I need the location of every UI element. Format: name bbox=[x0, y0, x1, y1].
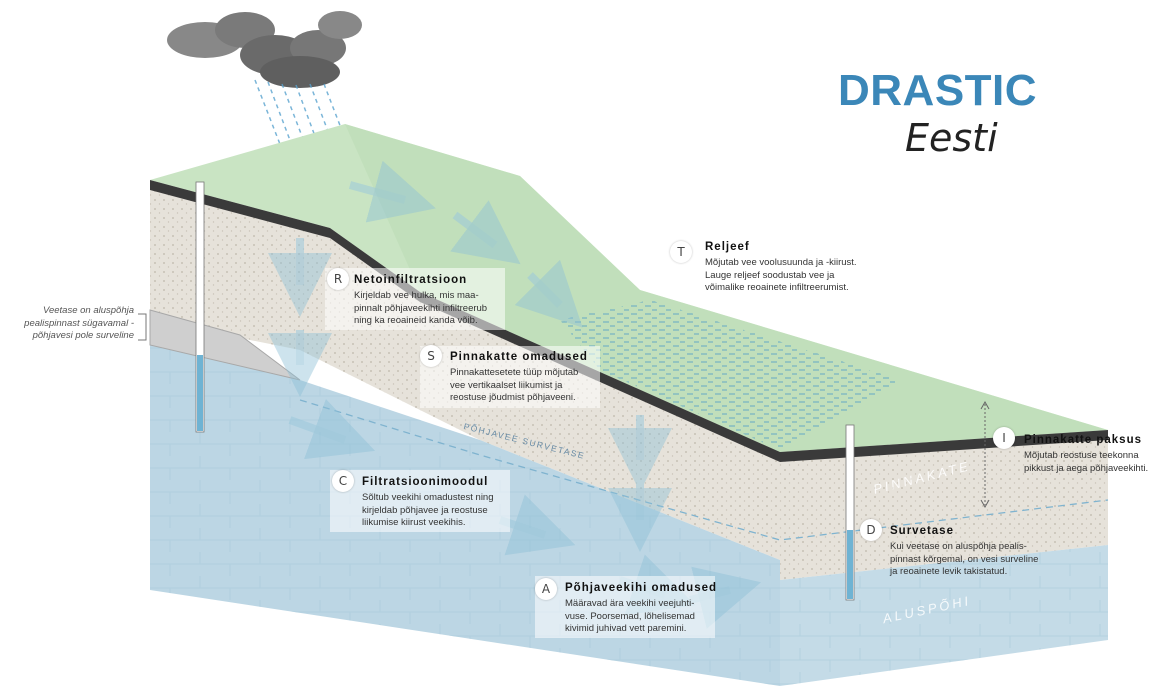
side-note-bracket bbox=[138, 313, 147, 341]
factor-d-badge: D bbox=[860, 519, 882, 541]
well-right bbox=[845, 424, 855, 601]
factor-t-heading: Reljeef bbox=[705, 241, 750, 253]
surface-edge bbox=[150, 180, 1108, 462]
factor-r-body: Kirjeldab vee hulka, mis maa- pinnalt põ… bbox=[354, 290, 488, 326]
factor-i-badge: I bbox=[993, 427, 1015, 449]
factor-s-heading: Pinnakatte omadused bbox=[450, 351, 588, 363]
page-subtitle: Eesti bbox=[905, 116, 998, 160]
factor-a-body: Määravad ära veekihi veejuhti- vuse. Poo… bbox=[565, 598, 695, 634]
factor-r-heading: Netoinfiltratsioon bbox=[354, 274, 468, 286]
well-left bbox=[195, 181, 205, 433]
sandy-area bbox=[560, 300, 900, 450]
unsaturated-zone bbox=[150, 310, 300, 380]
factor-d-body: Kui veetase on aluspõhja pealis- pinnast… bbox=[890, 541, 1039, 577]
water-table-line bbox=[299, 399, 1109, 541]
side-note: Veetase on aluspõhja pealispinnast sügav… bbox=[24, 305, 134, 341]
factor-c-body: Sõltub veekihi omadustest ning kirjeldab… bbox=[362, 492, 494, 528]
factor-i-heading: Pinnakatte paksus bbox=[1024, 434, 1142, 446]
factor-i-body: Mõjutab reostuse teekonna pikkust ja aeg… bbox=[1024, 450, 1149, 474]
factor-c-badge: C bbox=[332, 470, 354, 492]
factor-s-body: Pinnakattesetete tüüp mõjutab vee vertik… bbox=[450, 367, 579, 403]
cloud-icon bbox=[167, 11, 362, 88]
factor-a-heading: Põhjaveekihi omadused bbox=[565, 582, 718, 594]
factor-r-badge: R bbox=[327, 268, 349, 290]
factor-t-body: Mõjutab vee voolusuunda ja -kiirust. Lau… bbox=[705, 257, 857, 293]
factor-d-heading: Survetase bbox=[890, 525, 954, 537]
page-title: DRASTIC bbox=[838, 66, 1038, 115]
factor-s-badge: S bbox=[420, 345, 442, 367]
factor-c-heading: Filtratsioonimoodul bbox=[362, 476, 489, 488]
factor-t-badge: T bbox=[670, 241, 692, 263]
factor-a-badge: A bbox=[535, 578, 557, 600]
